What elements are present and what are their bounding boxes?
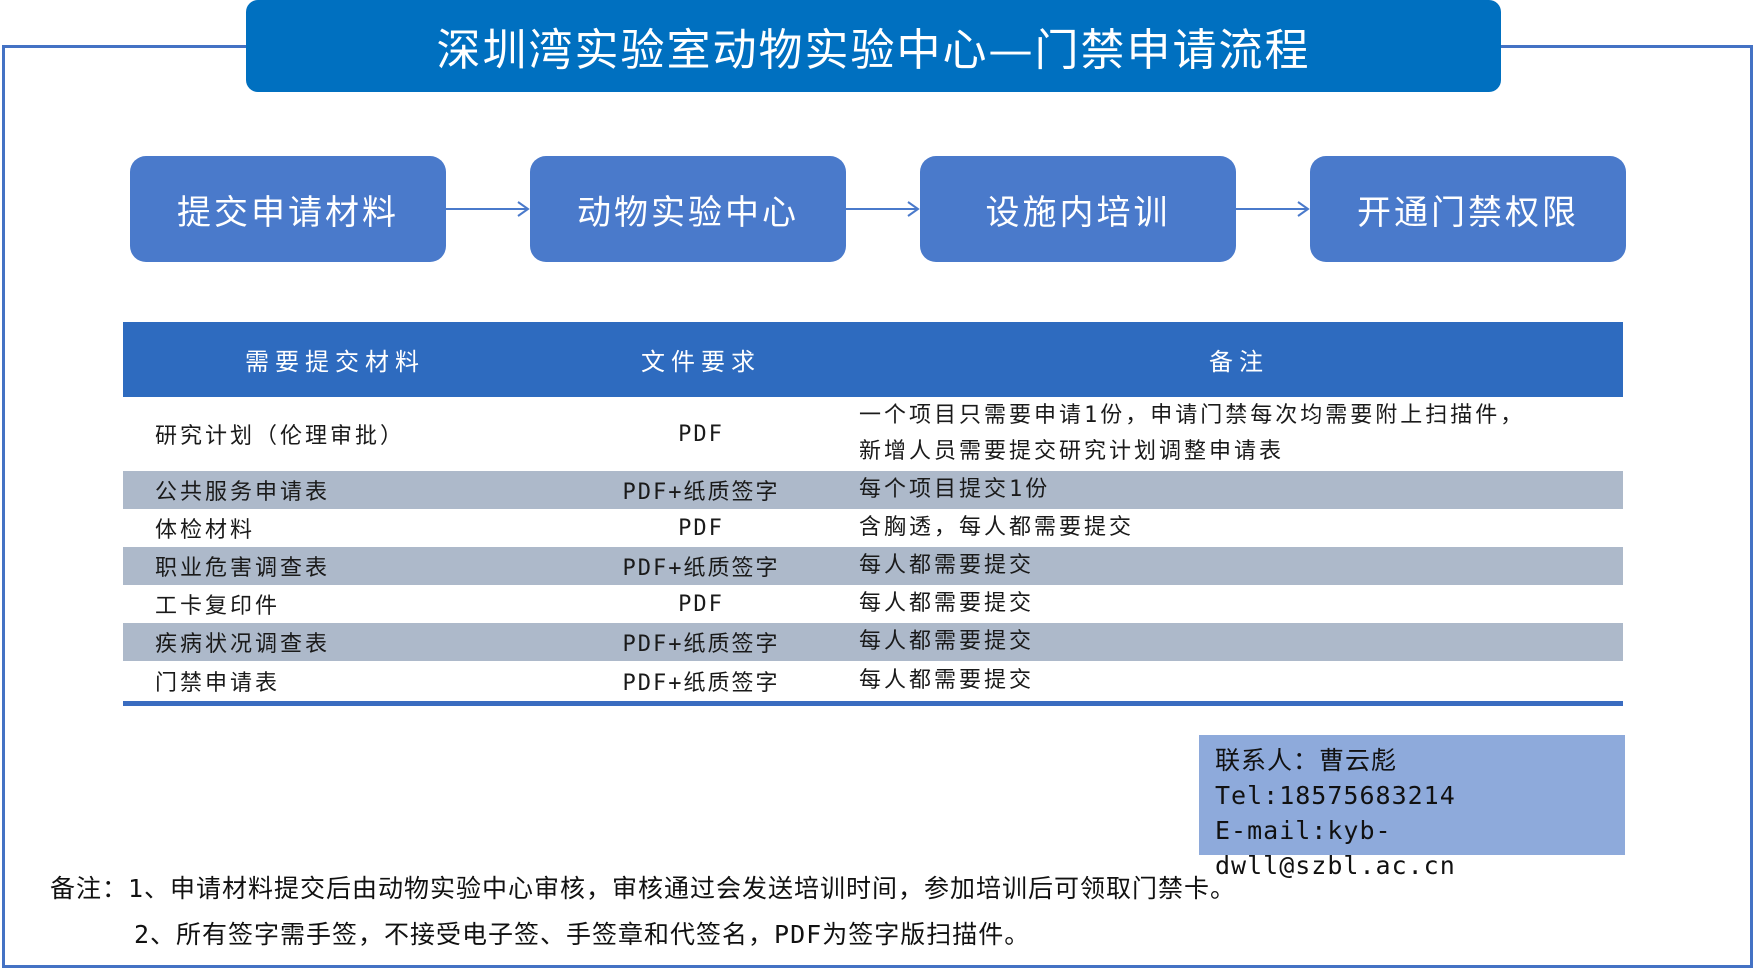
material-name: 公共服务申请表 [123,471,547,509]
table-row: 体检材料 PDF 含胸透，每人都需要提交 [123,509,1623,547]
table-row: 工卡复印件 PDF 每人都需要提交 [123,585,1623,623]
step-grant-access: 开通门禁权限 [1310,156,1626,262]
material-name: 工卡复印件 [155,594,281,619]
file-requirement: PDF+纸质签字 [547,623,855,661]
file-requirement: PDF+纸质签字 [547,547,855,585]
table-row: 疾病状况调查表 PDF+纸质签字 每人都需要提交 [123,623,1623,661]
remark-line: 一个项目只需要申请1份，申请门禁每次均需要附上扫描件， [859,403,1526,428]
remark: 每人都需要提交 [855,623,1623,661]
contact-box: 联系人：曹云彪 Tel:18575683214 E-mail:kyb-dwll@… [1199,735,1625,880]
material-name: 疾病状况调查表 [123,623,547,661]
material-name: 门禁申请表 [155,670,281,696]
step-animal-center: 动物实验中心 [530,156,846,262]
table-row: 公共服务申请表 PDF+纸质签字 每个项目提交1份 [123,471,1623,509]
remark: 每人都需要提交 [859,591,1035,616]
remark: 一个项目只需要申请1份，申请门禁每次均需要附上扫描件， 新增人员需要提交研究计划… [855,397,1623,471]
contact-person: 联系人：曹云彪 [1215,746,1398,775]
table-header-row: 需要提交材料 文件要求 备注 [123,322,1623,397]
header-remarks: 备注 [855,322,1623,397]
arrow-right-icon [446,199,530,219]
material-name: 体检材料 [155,518,256,543]
footnote: 备注：1、申请材料提交后由动物实验中心审核，审核通过会发送培训时间，参加培训后可… [50,866,1236,958]
file-requirement: PDF+纸质签字 [547,471,855,509]
table-row: 职业危害调查表 PDF+纸质签字 每人都需要提交 [123,547,1623,585]
table-row: 门禁申请表 PDF+纸质签字 每人都需要提交 [123,661,1623,703]
file-requirement: PDF [678,591,724,617]
arrow-right-icon [1236,199,1310,219]
material-name: 研究计划（伦理审批） [155,424,406,449]
remark: 每人都需要提交 [855,547,1623,585]
step-facility-training: 设施内培训 [920,156,1236,262]
table-row: 研究计划（伦理审批） PDF 一个项目只需要申请1份，申请门禁每次均需要附上扫描… [123,397,1623,471]
note-line-2: 2、所有签字需手签，不接受电子签、手签章和代签名，PDF为签字版扫描件。 [134,920,1031,949]
remark: 每个项目提交1份 [855,471,1623,509]
header-file-requirement: 文件要求 [547,322,855,397]
note-line-1: 备注：1、申请材料提交后由动物实验中心审核，审核通过会发送培训时间，参加培训后可… [50,874,1237,903]
remark: 含胸透，每人都需要提交 [859,515,1135,540]
contact-tel: Tel:18575683214 [1215,781,1456,810]
material-name: 职业危害调查表 [123,547,547,585]
page-title: 深圳湾实验室动物实验中心—门禁申请流程 [246,0,1501,92]
header-materials: 需要提交材料 [123,322,547,397]
arrow-right-icon [846,199,920,219]
step-submit-materials: 提交申请材料 [130,156,446,262]
file-requirement: PDF [678,515,724,541]
materials-table: 需要提交材料 文件要求 备注 研究计划（伦理审批） PDF 一个项目只需要申请1… [123,322,1623,706]
file-requirement: PDF+纸质签字 [622,670,780,696]
remark-line: 新增人员需要提交研究计划调整申请表 [859,439,1285,464]
file-requirement: PDF [678,421,724,447]
remark: 每人都需要提交 [859,667,1035,693]
contact-email: E-mail:kyb-dwll@szbl.ac.cn [1215,816,1456,880]
